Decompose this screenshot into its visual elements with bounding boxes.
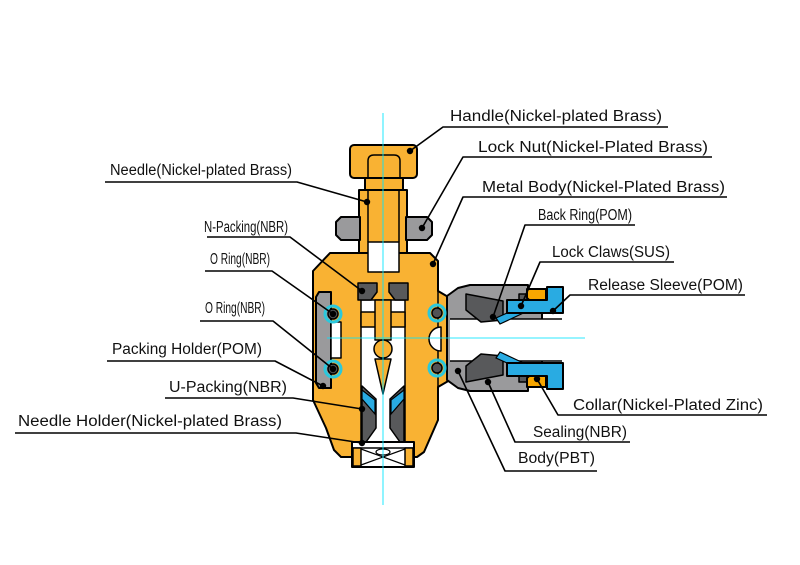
leader-release-sleeve <box>552 294 745 312</box>
leader-n-packing <box>207 236 363 292</box>
label-sealing: Sealing(NBR) <box>533 424 627 441</box>
label-release-sleeve: Release Sleeve(POM) <box>588 277 743 294</box>
leader-o-ring-1 <box>205 270 334 315</box>
label-n-packing: N-Packing(NBR) <box>204 219 288 236</box>
leader-lock-claws <box>520 261 674 307</box>
leader-body <box>457 370 597 472</box>
n-packing-part <box>357 282 409 301</box>
label-handle: Handle(Nickel-plated Brass) <box>450 108 662 125</box>
label-needle-holder: Needle Holder(Nickel-plated Brass) <box>18 413 282 430</box>
leader-packing-holder <box>107 360 324 387</box>
part-labels: Handle(Nickel-plated Brass) Lock Nut(Nic… <box>18 108 763 467</box>
leader-metal-body <box>432 196 727 265</box>
label-back-ring: Back Ring(POM) <box>538 207 632 224</box>
centerlines <box>327 113 585 505</box>
leader-o-ring-2 <box>200 320 334 370</box>
u-packing-part <box>361 385 405 443</box>
label-lock-nut: Lock Nut(Nickel-Plated Brass) <box>478 139 708 156</box>
label-body: Body(PBT) <box>518 450 595 467</box>
label-o-ring-1: O Ring(NBR) <box>210 251 270 268</box>
leader-needle <box>105 181 368 203</box>
label-lock-claws: Lock Claws(SUS) <box>552 244 670 261</box>
leader-u-packing <box>165 397 363 410</box>
label-metal-body: Metal Body(Nickel-Plated Brass) <box>482 179 725 196</box>
leader-lines <box>15 126 767 472</box>
o-ring-top-left <box>323 304 343 324</box>
label-needle: Needle(Nickel-plated Brass) <box>110 162 292 179</box>
port-bore <box>450 319 562 361</box>
leader-lock-nut <box>421 156 712 229</box>
leader-back-ring <box>492 224 635 318</box>
leader-needle-holder <box>15 432 363 444</box>
label-packing-holder: Packing Holder(POM) <box>112 341 262 358</box>
o-ring-bottom-right <box>427 358 447 378</box>
leader-sealing <box>487 381 630 443</box>
label-collar: Collar(Nickel-Plated Zinc) <box>573 397 763 414</box>
label-o-ring-2: O Ring(NBR) <box>205 300 265 317</box>
leader-collar <box>536 378 767 416</box>
valve-seat <box>428 326 442 352</box>
o-ring-top-right <box>427 303 447 323</box>
label-u-packing: U-Packing(NBR) <box>169 379 287 396</box>
leader-handle <box>409 126 668 152</box>
